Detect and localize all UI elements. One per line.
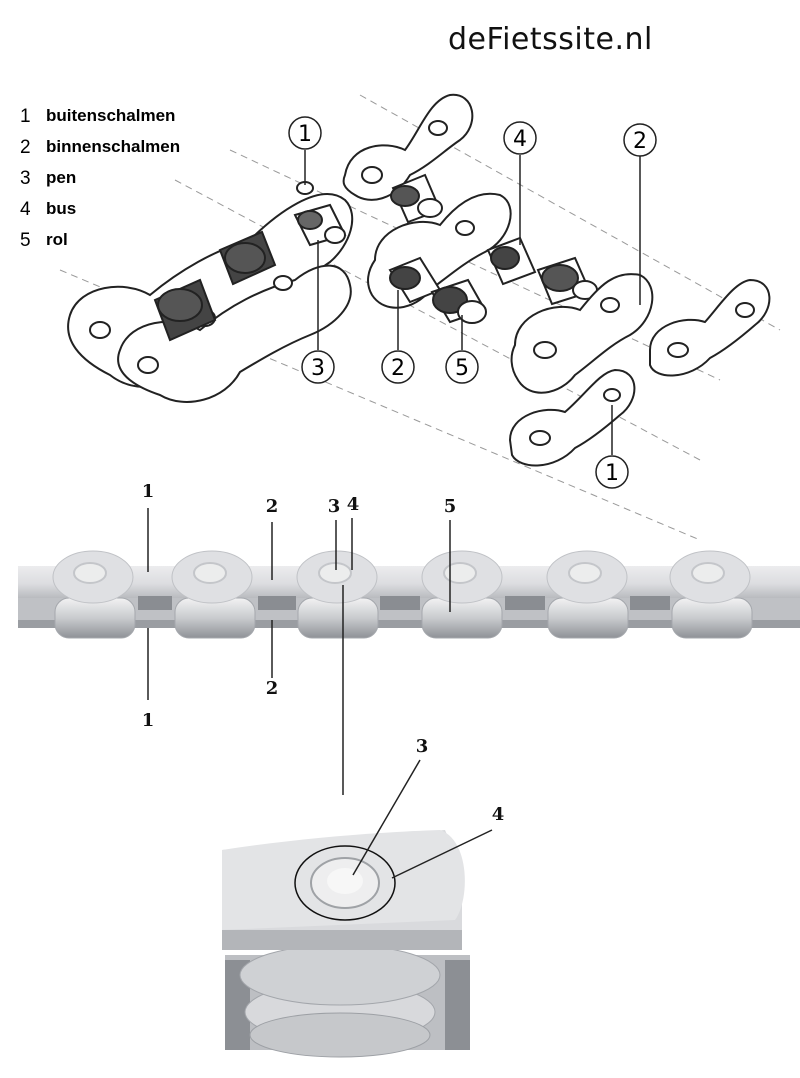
callout-label: 3: [311, 356, 325, 381]
callout-label: 2: [391, 356, 405, 381]
photo-label-2-bottom: 2: [266, 678, 279, 699]
callout-4: 4: [503, 121, 537, 155]
legend-item: 2 binnenschalmen: [20, 137, 180, 168]
callout-5: 5: [445, 350, 479, 384]
detail-label-4: 4: [492, 804, 505, 825]
legend-item: 1 buitenschalmen: [20, 106, 180, 137]
photo-label-4: 4: [347, 494, 360, 515]
site-title: deFietssite.nl: [448, 22, 653, 57]
roller-part: [430, 278, 487, 324]
legend-label: pen: [46, 168, 77, 187]
legend-item: 4 bus: [20, 199, 180, 230]
detail-leaders: [352, 759, 493, 879]
photo-label-5: 5: [444, 496, 457, 517]
chain-photo: [18, 550, 800, 639]
detail-label-3: 3: [416, 736, 429, 757]
photo-callouts: 1 2 3 4 5 2 1: [142, 481, 457, 731]
assembled-chain-segment: [67, 181, 354, 403]
bushing-part: [390, 173, 443, 224]
legend-label: buitenschalmen: [46, 106, 176, 125]
legend-label: bus: [46, 199, 77, 218]
outer-plate-bottom: [508, 368, 636, 467]
exploded-callouts: 1 4 2 3 2 5 1: [288, 116, 657, 489]
callout-3: 3: [301, 350, 335, 384]
callout-2-right: 2: [623, 123, 657, 157]
callout-label: 5: [455, 356, 469, 381]
legend-label: binnenschalmen: [46, 137, 181, 156]
callout-label: 2: [633, 129, 647, 154]
legend-number: 1: [20, 106, 31, 127]
exploded-view: [59, 93, 781, 541]
callout-label: 1: [605, 461, 619, 486]
outer-plate-top: [342, 93, 474, 201]
exploded-leaders: [304, 150, 641, 455]
callout-label: 4: [513, 127, 527, 152]
legend-number: 4: [20, 199, 31, 220]
photo-label-1-bottom: 1: [142, 710, 155, 731]
photo-leaders: [147, 508, 451, 795]
legend-label: rol: [46, 230, 68, 249]
legend-number: 2: [20, 137, 31, 158]
bushing-on-plate: [388, 256, 442, 304]
photo-label-3: 3: [328, 496, 341, 517]
callout-1-bottom: 1: [595, 455, 629, 489]
callout-1-top: 1: [288, 116, 322, 150]
legend-item: 3 pen: [20, 168, 180, 199]
photo-label-1-top: 1: [142, 481, 155, 502]
pin-part: [293, 203, 347, 247]
outer-plate-far-right: [649, 278, 771, 377]
parts-legend: 1 buitenschalmen 2 binnenschalmen 3 pen 4 bu…: [20, 106, 180, 261]
bush-parts-right: [486, 236, 598, 306]
callout-2-middle: 2: [381, 350, 415, 384]
legend-number: 5: [20, 230, 31, 251]
legend-item: 5 rol: [20, 230, 180, 261]
legend-number: 3: [20, 168, 31, 189]
callout-label: 1: [298, 122, 312, 147]
inner-plate-right: [510, 273, 654, 394]
detail-closeup: [222, 830, 470, 1058]
photo-label-2-top: 2: [266, 496, 279, 517]
detail-callouts: 3 4: [416, 736, 505, 825]
